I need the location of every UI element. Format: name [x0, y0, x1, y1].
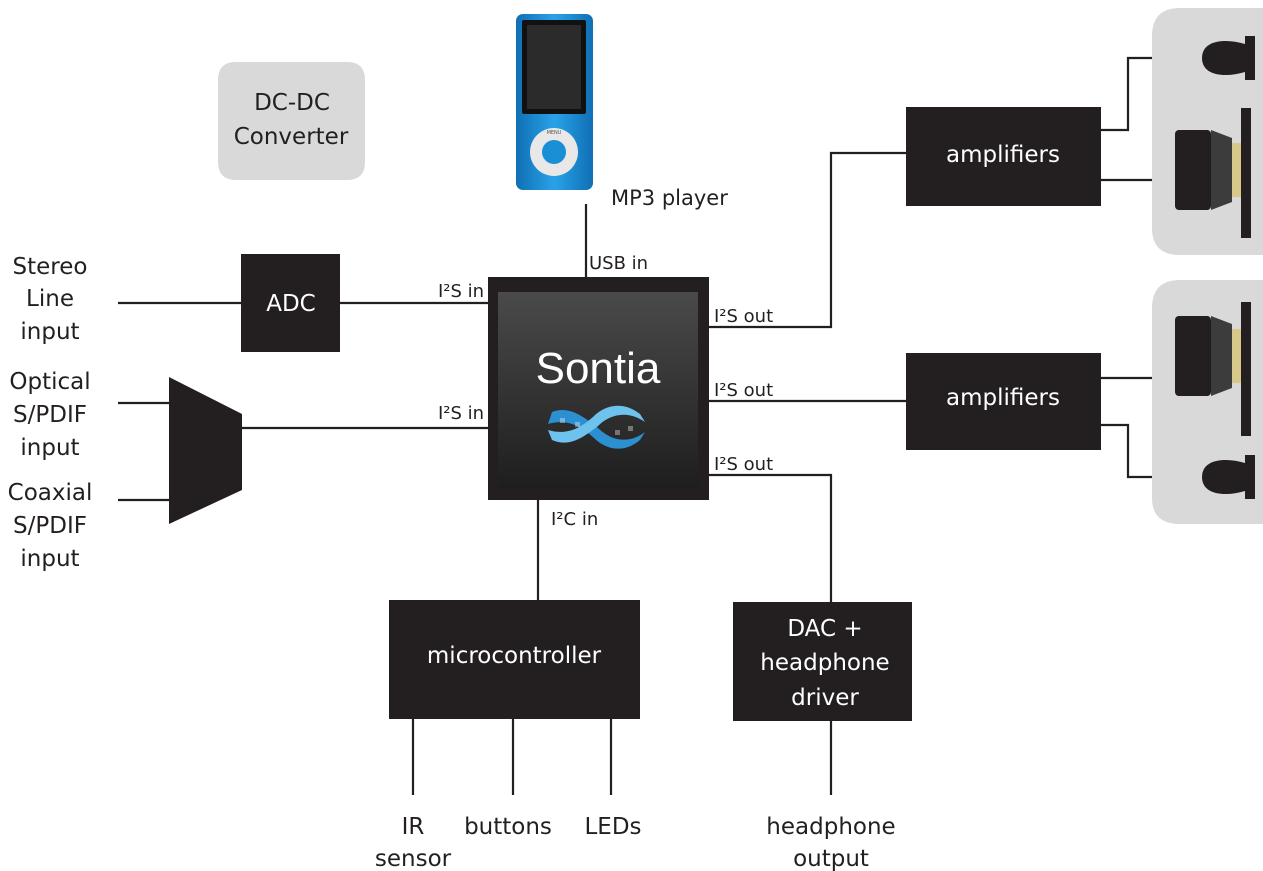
- amplifiers-top: amplifiers: [906, 107, 1101, 206]
- ir-sensor-label-2: sensor: [375, 846, 452, 871]
- port-i2s-out-2: I²S out: [714, 380, 773, 401]
- microcontroller-label: microcontroller: [427, 643, 602, 669]
- converter-label-line2: Converter: [234, 124, 349, 150]
- mp3-player-label: MP3 player: [611, 186, 728, 210]
- tweeter-icon: [1202, 455, 1255, 499]
- optical-input-label-3: input: [20, 435, 79, 461]
- input-selector-mux: [169, 377, 242, 524]
- stereo-line-input-label-2: Line: [26, 286, 74, 312]
- adc-block: ADC: [241, 254, 340, 352]
- sontia-logo-icon: [548, 405, 645, 449]
- microcontroller-block: microcontroller: [389, 600, 640, 719]
- headphone-output-label-1: headphone: [766, 814, 895, 840]
- tweeter-icon: [1202, 36, 1255, 80]
- peripheral-labels: IR sensor buttons LEDs headphone output: [375, 814, 896, 871]
- coaxial-input-label-3: input: [20, 546, 79, 572]
- mp3-player-icon: MENU MP3 player: [516, 14, 728, 210]
- dac-label-line3: driver: [791, 685, 859, 711]
- sontia-chip-name: Sontia: [536, 344, 661, 393]
- speaker-panel-top: [1152, 8, 1263, 255]
- amplifiers-bottom: amplifiers: [906, 353, 1101, 450]
- amplifiers-bottom-label: amplifiers: [946, 385, 1060, 411]
- dac-label-line1: DAC +: [787, 616, 862, 642]
- port-labels: USB in I²S in I²S in I²S out I²S out I²S…: [438, 253, 773, 530]
- dac-label-line2: headphone: [760, 650, 889, 676]
- mp3-menu-text: MENU: [547, 130, 562, 136]
- converter-label-line1: DC-DC: [254, 90, 330, 116]
- port-i2s-in-2: I²S in: [438, 403, 484, 424]
- amplifiers-top-label: amplifiers: [946, 142, 1060, 168]
- adc-label: ADC: [266, 291, 316, 317]
- ir-sensor-label-1: IR: [402, 814, 425, 840]
- woofer-icon: [1175, 302, 1251, 436]
- stereo-line-input-label-1: Stereo: [13, 254, 88, 280]
- input-labels: Stereo Line input Optical S/PDIF input C…: [8, 254, 93, 572]
- speaker-panel-bottom: [1152, 280, 1263, 524]
- stereo-line-input-label-3: input: [20, 319, 79, 345]
- dac-headphone-driver-block: DAC + headphone driver: [733, 602, 912, 721]
- optical-input-label-2: S/PDIF: [13, 402, 87, 428]
- port-i2s-in-1: I²S in: [438, 281, 484, 302]
- port-usb-in: USB in: [589, 253, 648, 274]
- dc-dc-converter: DC-DC Converter: [218, 62, 365, 180]
- headphone-output-label-2: output: [793, 846, 869, 871]
- port-i2s-out-1: I²S out: [714, 306, 773, 327]
- coaxial-input-label-2: S/PDIF: [13, 513, 87, 539]
- port-i2c-in: I²C in: [551, 509, 598, 530]
- leds-label: LEDs: [584, 814, 641, 840]
- optical-input-label-1: Optical: [9, 369, 90, 395]
- buttons-label: buttons: [464, 814, 552, 840]
- woofer-icon: [1175, 108, 1251, 238]
- sontia-chip: Sontia: [488, 277, 709, 500]
- port-i2s-out-3: I²S out: [714, 454, 773, 475]
- coaxial-input-label-1: Coaxial: [8, 480, 93, 506]
